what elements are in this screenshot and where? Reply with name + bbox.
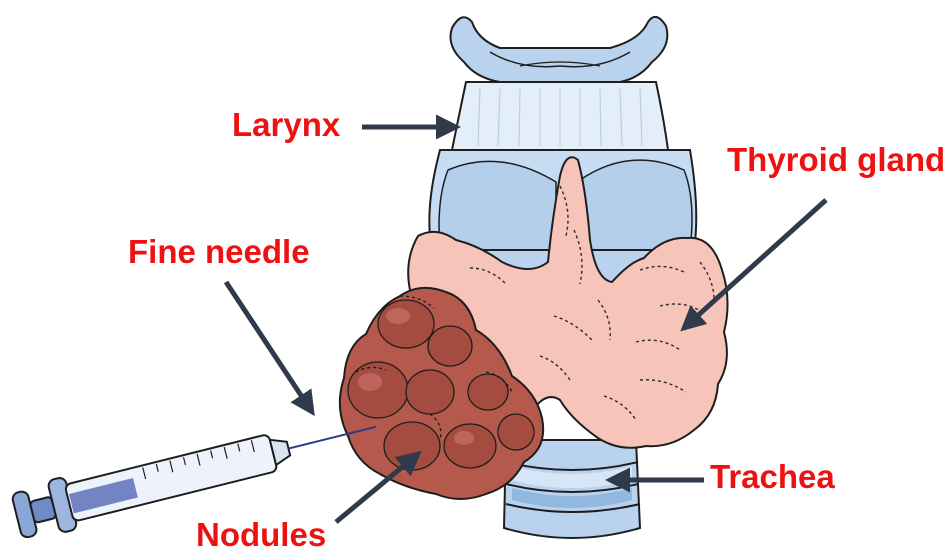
fine-needle-label: Fine needle <box>128 235 310 268</box>
trachea-label: Trachea <box>710 460 835 493</box>
larynx-label: Larynx <box>232 108 340 141</box>
nodules-label: Nodules <box>196 518 326 551</box>
thyroid-gland-label: Thyroid gland <box>727 143 945 176</box>
fine-needle-arrow <box>226 282 312 412</box>
